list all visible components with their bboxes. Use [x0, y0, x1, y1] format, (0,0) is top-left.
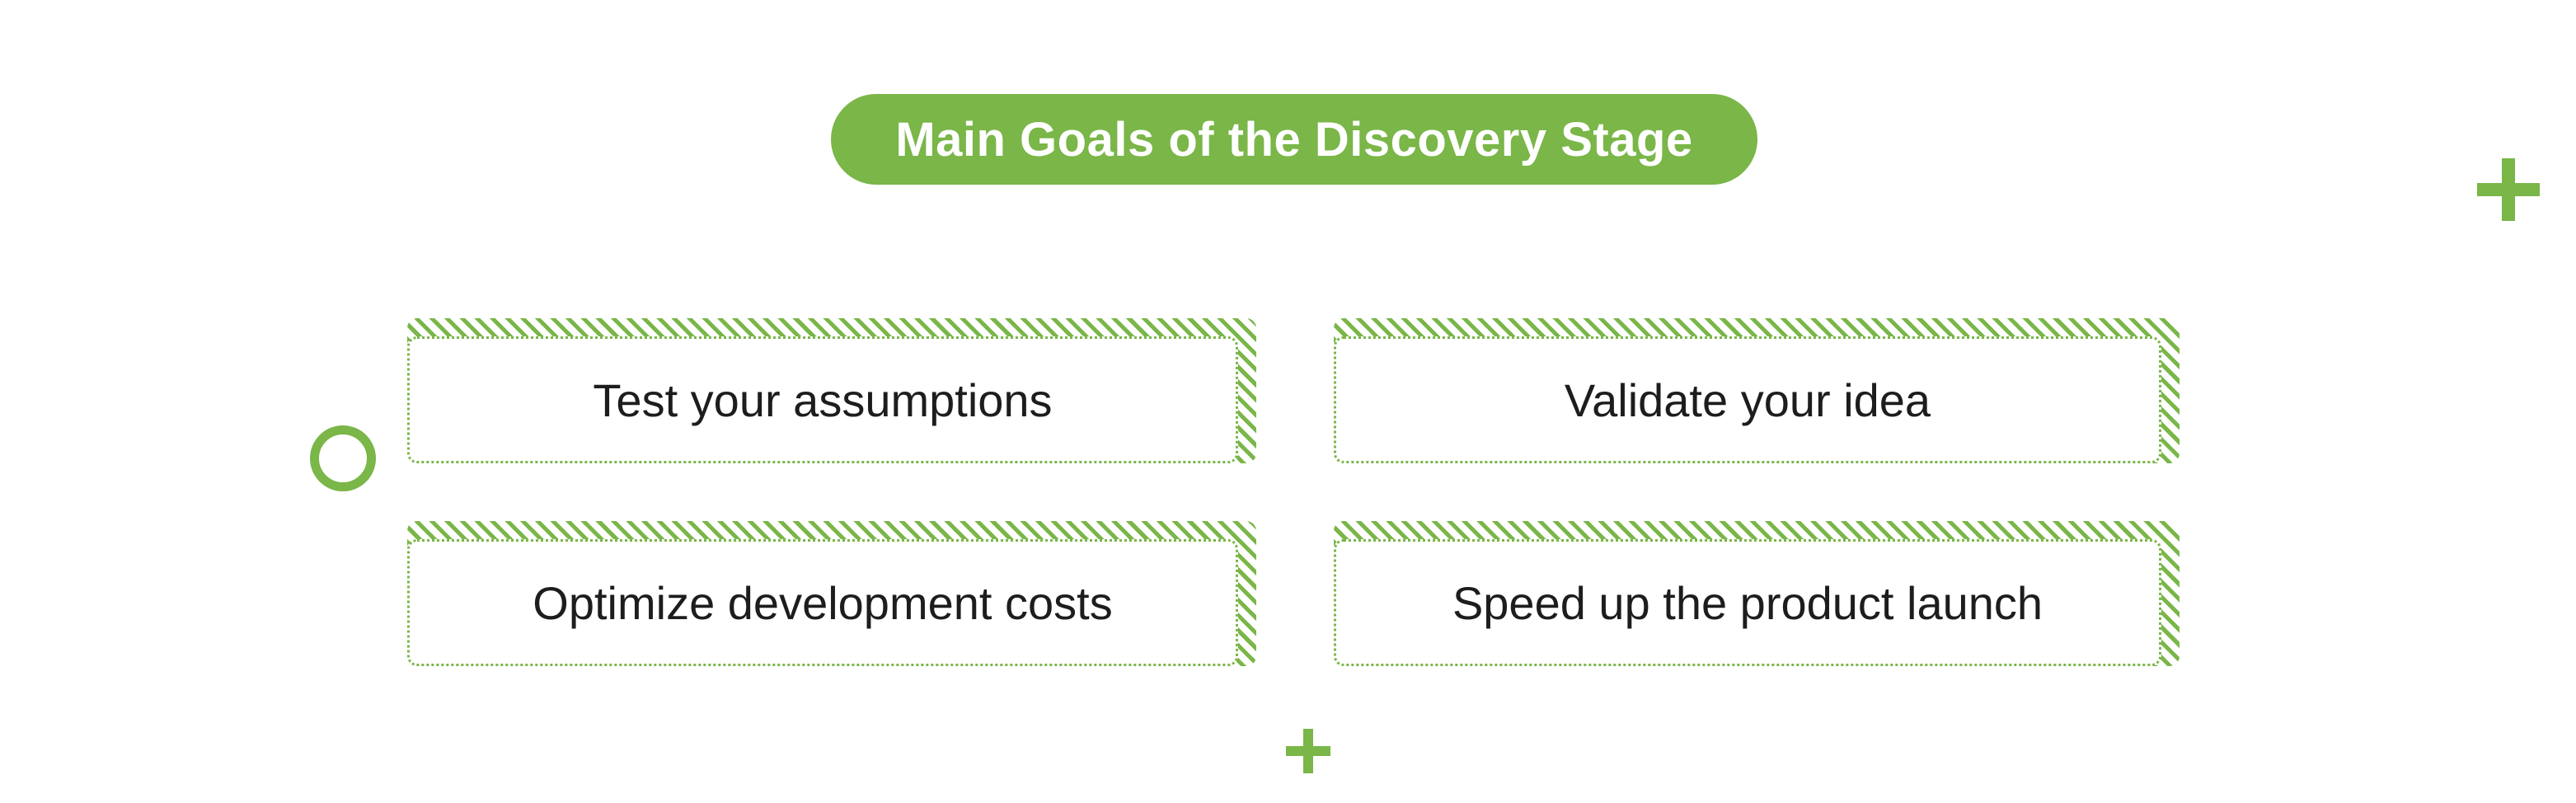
plus-icon [2477, 158, 2540, 221]
title-pill: Main Goals of the Discovery Stage [831, 94, 1757, 185]
goal-box-inner: Test your assumptions [407, 336, 1238, 463]
goal-box-inner: Validate your idea [1334, 336, 2161, 463]
goal-box-optimize-costs: Optimize development costs [407, 521, 1256, 666]
page-title: Main Goals of the Discovery Stage [895, 112, 1693, 167]
goal-box-speed-launch: Speed up the product launch [1334, 521, 2180, 666]
goal-box-test-assumptions: Test your assumptions [407, 318, 1256, 463]
goal-label: Speed up the product launch [1452, 576, 2043, 629]
goal-box-inner: Optimize development costs [407, 539, 1238, 666]
goal-box-inner: Speed up the product launch [1334, 539, 2161, 666]
goal-label: Optimize development costs [533, 576, 1113, 629]
goal-box-validate-idea: Validate your idea [1334, 318, 2180, 463]
goal-label: Test your assumptions [593, 373, 1053, 426]
plus-icon-bar [1303, 729, 1313, 773]
circle-outline-icon [310, 425, 376, 491]
plus-icon-bar [2502, 158, 2515, 221]
plus-icon [1286, 729, 1330, 773]
goal-label: Validate your idea [1564, 373, 1931, 426]
